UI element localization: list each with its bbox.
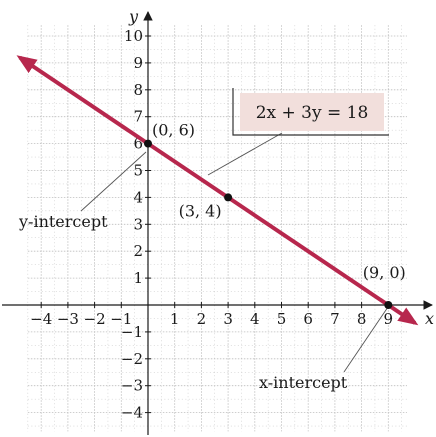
y-tick-label: 7 <box>133 108 143 126</box>
point-label: (3, 4) <box>179 201 222 220</box>
equation-box-border <box>232 88 389 136</box>
point-label: (9, 0) <box>363 263 406 282</box>
x-axis-label: x <box>425 309 434 328</box>
points-layer: (0, 6) (3, 4) (9, 0) <box>144 121 406 309</box>
y-intercept-label: y-intercept <box>18 212 108 231</box>
y-tick-label: −1 <box>121 323 143 341</box>
data-point <box>144 139 152 148</box>
x-tick-label: −2 <box>84 310 106 328</box>
equation-leader <box>207 132 283 176</box>
series-line <box>16 55 419 326</box>
y-tick-label: 3 <box>133 215 143 233</box>
x-tick-label: 2 <box>197 310 207 328</box>
x-tick-label: 1 <box>170 310 180 328</box>
x-tick-label: 3 <box>223 310 233 328</box>
y-tick-label: 9 <box>133 54 143 72</box>
x-tick-label: 6 <box>303 310 313 328</box>
y-tick-label: −2 <box>121 350 143 368</box>
y-tick-label: 1 <box>133 269 143 287</box>
equation-label: 2x + 3y = 18 <box>256 103 369 123</box>
x-tick-label: −4 <box>30 310 52 328</box>
x-tick-label: 5 <box>277 310 287 328</box>
y-tick-label: 5 <box>133 162 143 180</box>
x-tick-label: 9 <box>384 310 394 328</box>
equation-box: 2x + 3y = 18 <box>232 88 389 136</box>
y-tick-label: −3 <box>121 377 143 395</box>
x-tick-label: 7 <box>330 310 340 328</box>
x-tick-label: −3 <box>57 310 79 328</box>
x-tick-label: 4 <box>250 310 260 328</box>
data-point <box>384 301 393 309</box>
y-tick-label: 10 <box>124 27 143 45</box>
data-point <box>224 193 233 202</box>
y-tick-label: 8 <box>133 81 143 99</box>
y-tick-label: −4 <box>121 404 143 422</box>
y-tick-label: 4 <box>133 188 143 206</box>
point-label: (0, 6) <box>152 121 195 140</box>
y-axis-label: y <box>128 7 139 26</box>
equation-box-bg <box>240 93 384 131</box>
y-tick-label: 2 <box>133 242 143 260</box>
x-intercept-label: x-intercept <box>259 373 348 392</box>
x-tick-label: 8 <box>357 310 367 328</box>
series-layer <box>16 55 419 326</box>
